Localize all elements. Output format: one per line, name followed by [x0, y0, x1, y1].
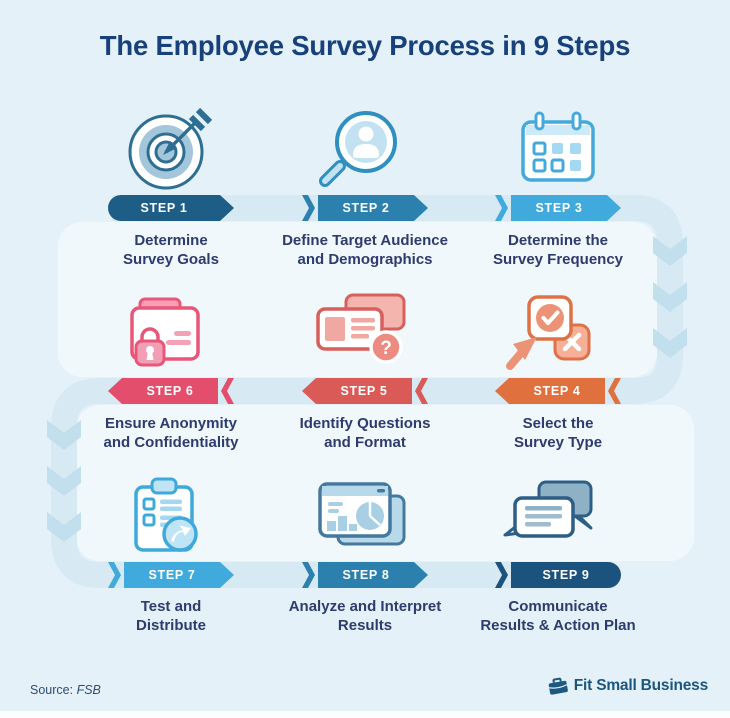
badge-point: [302, 378, 316, 404]
step-6-badge: STEP 6: [108, 378, 234, 404]
step-5-label-line1: Identify Questions: [299, 415, 431, 432]
clipboard-send-icon: [116, 474, 226, 558]
step-2-label: Define Target Audience and Demographics: [260, 231, 470, 269]
magnifier-audience-icon: [310, 108, 420, 192]
badge-chevron: [302, 562, 315, 588]
badge-point: [495, 378, 509, 404]
step-4-label-line2: Survey Type: [513, 434, 603, 451]
chat-bubbles-icon: [503, 474, 613, 558]
step-8-label-line2: Results: [337, 617, 393, 634]
badge-point: [607, 195, 621, 221]
badge-chevron: [608, 378, 621, 404]
step-1-badge: STEP 1: [108, 195, 234, 221]
analytics-dashboard-icon: [310, 474, 420, 558]
badge-point: [220, 562, 234, 588]
step-6-badge-label: STEP 6: [122, 378, 218, 404]
step-5-label: Identify Questions and Format: [260, 414, 470, 452]
bottom-margin-strip: [0, 711, 730, 718]
badge-chevron: [221, 378, 234, 404]
brand-logo: Fit Small Business: [547, 676, 708, 696]
step-2-badge-label: STEP 2: [318, 195, 414, 221]
badge-point: [220, 195, 234, 221]
step-3-label-line2: Survey Frequency: [492, 251, 624, 268]
step-8-label-line1: Analyze and Interpret: [288, 598, 442, 615]
svg-text:?: ?: [380, 338, 392, 359]
step-5-badge: STEP 5: [302, 378, 428, 404]
chevron-down-icon: [653, 236, 687, 266]
badge-chevron: [415, 378, 428, 404]
step-9-badge: STEP 9: [495, 562, 621, 588]
step-1-label-line1: Determine: [134, 232, 208, 249]
step-7-label: Test and Distribute: [66, 597, 276, 635]
step-6-label: Ensure Anonymity and Confidentiality: [66, 414, 276, 452]
badge-chevron: [108, 562, 121, 588]
step-8-badge-label: STEP 8: [318, 562, 414, 588]
step-4-label: Select the Survey Type: [453, 414, 663, 452]
step-9-label-line2: Results & Action Plan: [480, 617, 636, 634]
step-8-badge: STEP 8: [302, 562, 428, 588]
step-3-badge-label: STEP 3: [511, 195, 607, 221]
step-2-label-line2: and Demographics: [297, 251, 433, 268]
step-9-badge-label: STEP 9: [511, 562, 621, 588]
step-6-label-line2: and Confidentiality: [103, 434, 239, 451]
step-7-label-line2: Distribute: [135, 617, 206, 634]
target-icon: [116, 108, 226, 192]
source-name: FSB: [76, 683, 101, 697]
step-4-badge-label: STEP 4: [509, 378, 605, 404]
step-9-label: Communicate Results & Action Plan: [453, 597, 663, 635]
badge-chevron: [302, 195, 315, 221]
badge-chevron: [495, 562, 508, 588]
step-1-label: Determine Survey Goals: [66, 231, 276, 269]
step-5-label-line2: and Format: [324, 434, 406, 451]
step-3-label: Determine the Survey Frequency: [453, 231, 663, 269]
step-2-label-line1: Define Target Audience: [282, 232, 448, 249]
calendar-icon: [503, 108, 613, 192]
step-5-badge-label: STEP 5: [316, 378, 412, 404]
brand-name: Fit Small Business: [573, 677, 708, 694]
flow-chevrons: [47, 236, 687, 542]
badge-point: [108, 378, 122, 404]
step-1-label-line2: Survey Goals: [123, 251, 219, 268]
chevron-down-icon: [653, 328, 687, 358]
badge-point: [414, 562, 428, 588]
step-9-label-line1: Communicate: [508, 598, 608, 615]
source-label: Source:: [30, 683, 74, 697]
step-7-badge-label: STEP 7: [124, 562, 220, 588]
question-cards-icon: ?: [310, 291, 420, 375]
briefcase-icon: [548, 677, 568, 695]
chevron-down-icon: [653, 282, 687, 312]
step-1-badge-label: STEP 1: [108, 195, 220, 221]
chevron-down-icon: [47, 420, 81, 450]
survey-type-select-icon: [503, 291, 613, 375]
step-6-label-line1: Ensure Anonymity: [105, 415, 237, 432]
step-4-label-line1: Select the: [522, 415, 594, 432]
chevron-down-icon: [47, 512, 81, 542]
badge-chevron: [495, 195, 508, 221]
chevron-down-icon: [47, 466, 81, 496]
step-8-label: Analyze and Interpret Results: [260, 597, 470, 635]
step-4-badge: STEP 4: [495, 378, 621, 404]
step-3-label-line1: Determine the: [507, 232, 609, 249]
step-7-badge: STEP 7: [108, 562, 234, 588]
badge-point: [414, 195, 428, 221]
source-note: Source: FSB: [30, 683, 101, 697]
step-3-badge: STEP 3: [495, 195, 621, 221]
step-7-label-line1: Test and: [140, 598, 202, 615]
step-2-badge: STEP 2: [302, 195, 428, 221]
infographic-title: The Employee Survey Process in 9 Steps: [99, 30, 631, 61]
folder-lock-icon: [116, 291, 226, 375]
